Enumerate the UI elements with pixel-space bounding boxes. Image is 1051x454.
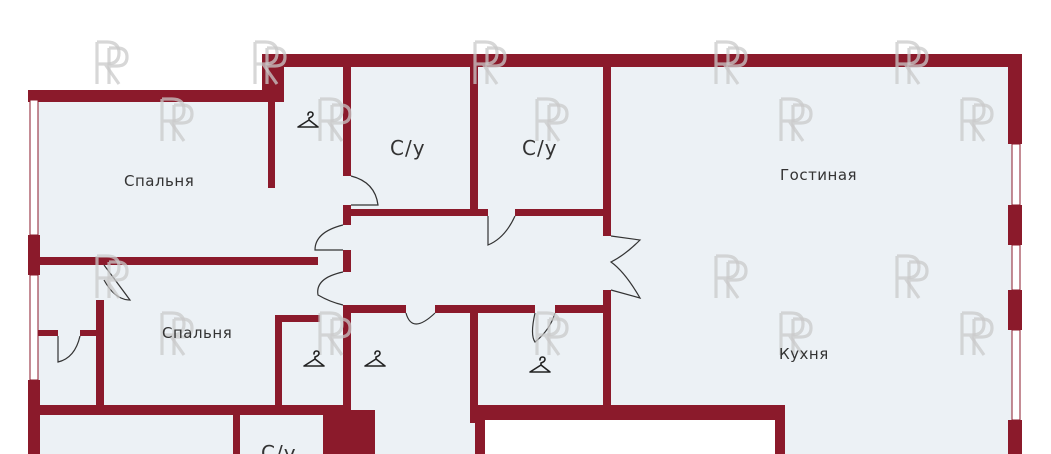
- room-label-bedroom-middle: Спальня: [162, 324, 232, 342]
- windows: [29, 99, 1021, 421]
- floor-area: [30, 58, 1015, 454]
- room-label-bathroom-3: С/у: [261, 441, 297, 454]
- room-label-bathroom-1: С/у: [390, 136, 426, 160]
- room-label-bathroom-2: С/у: [522, 136, 558, 160]
- room-label-kitchen: Кухня: [779, 345, 829, 363]
- room-label-living-room: Гостиная: [780, 166, 857, 184]
- room-label-bedroom-top: Спальня: [124, 172, 194, 190]
- rp-logo-icon: [95, 40, 129, 86]
- room-labels: Спальня Спальня С/у С/у С/у Гостиная Кух…: [124, 136, 857, 454]
